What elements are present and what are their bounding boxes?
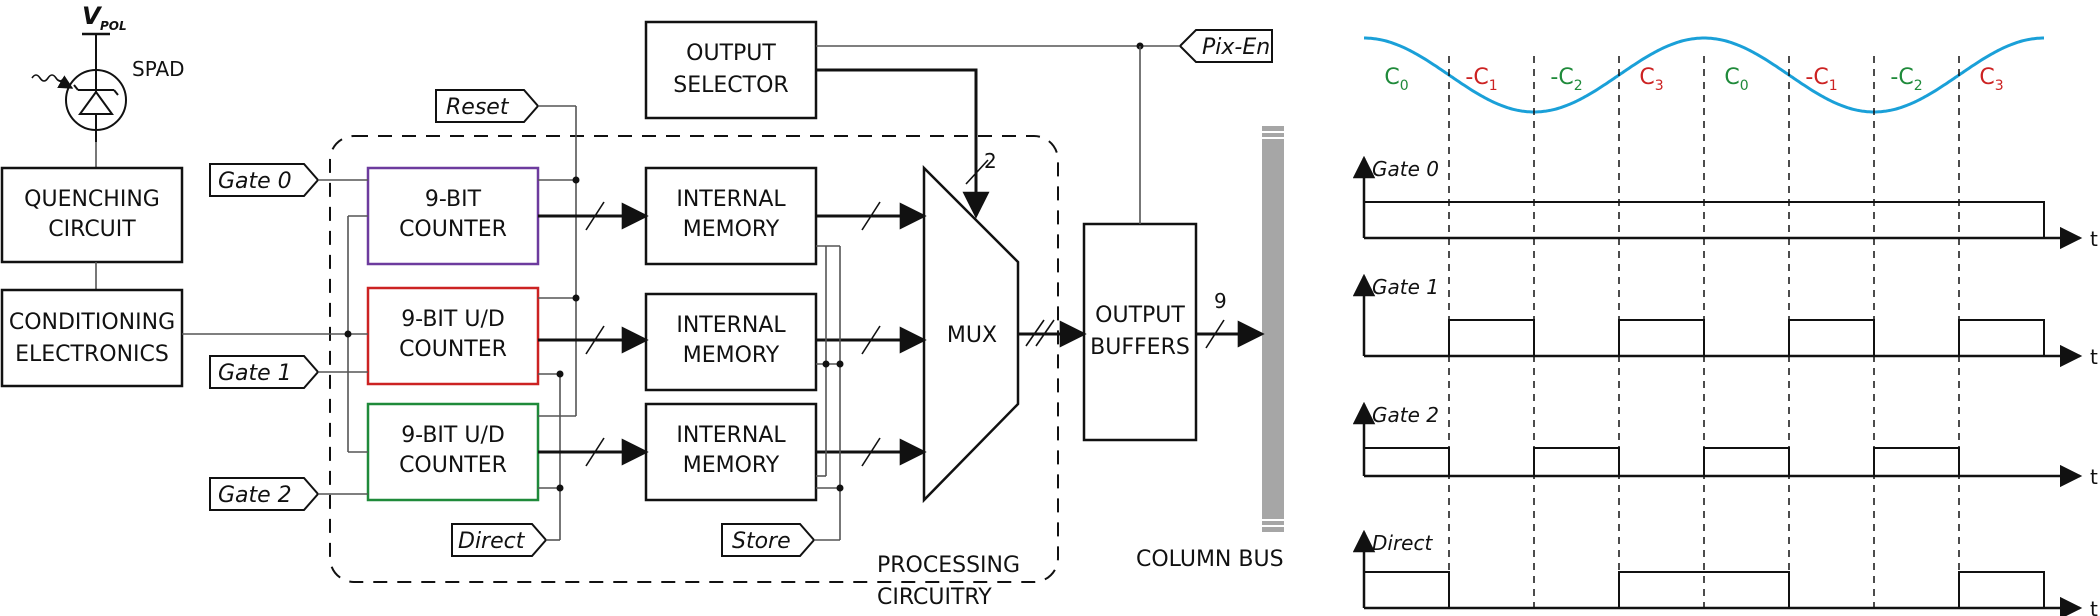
timing-signal-row: t Gate 1 [1352, 273, 2098, 369]
gate0-input-tag: Gate 0 [209, 163, 320, 197]
signal-name-label: Direct [1372, 531, 1433, 555]
time-axis-label: t [2090, 345, 2098, 369]
phase-label: -C2 [1890, 65, 1922, 94]
svg-text:BUFFERS: BUFFERS [1090, 335, 1190, 360]
signal-name-label: Gate 1 [1372, 275, 1439, 299]
signal-waveform [1363, 201, 2045, 238]
time-axis-label: t [2090, 465, 2098, 489]
output-selector-block: OUTPUT SELECTOR [644, 20, 818, 120]
svg-text:Gate 2: Gate 2 [218, 483, 292, 508]
signal-name-label: Gate 2 [1372, 403, 1439, 427]
vpol-subscript: POL [100, 19, 127, 33]
spad-label: SPAD [132, 57, 185, 81]
output-buffers-block: OUTPUT BUFFERS [1082, 222, 1198, 442]
svg-text:Pix-En: Pix-En [1202, 35, 1270, 60]
gate1-input-tag: Gate 1 [209, 355, 320, 389]
conditioning-label-2: ELECTRONICS [15, 342, 169, 367]
timing-signal-row: t Gate 2 [1352, 401, 2098, 489]
reset-input-tag: Reset [435, 89, 540, 123]
svg-text:OUTPUT: OUTPUT [686, 41, 776, 66]
phase-label: -C2 [1550, 65, 1582, 94]
wiring: 2 9 [182, 42, 1265, 541]
svg-text:9-BIT: 9-BIT [425, 187, 482, 212]
svg-text:SELECTOR: SELECTOR [673, 73, 788, 98]
svg-text:INTERNAL: INTERNAL [676, 313, 786, 338]
svg-text:Gate 0: Gate 0 [218, 169, 292, 194]
quenching-circuit-block: QUENCHING CIRCUIT [0, 166, 184, 264]
quenching-label-1: QUENCHING [24, 187, 160, 212]
conditioning-electronics-block: CONDITIONING ELECTRONICS [0, 288, 184, 388]
svg-text:COUNTER: COUNTER [399, 337, 507, 362]
vpol-label: V [82, 2, 103, 30]
phase-label: -C1 [1805, 65, 1837, 94]
modulation-sine-wave [1364, 36, 2044, 114]
spad-diode: SPAD [31, 57, 185, 142]
mux-block: MUX [922, 164, 1020, 504]
counter-9bit-ud-1: 9-BIT U/D COUNTER [366, 286, 540, 386]
mux-select-width: 2 [984, 149, 997, 173]
timing-signal-row: t Gate 0 [1352, 155, 2098, 251]
processing-label-2: CIRCUITRY [877, 585, 992, 610]
internal-memory-0: INTERNAL MEMORY [644, 166, 818, 266]
svg-text:MEMORY: MEMORY [683, 453, 780, 478]
svg-text:COUNTER: COUNTER [399, 453, 507, 478]
counter-9bit-ud-2: 9-BIT U/D COUNTER [366, 402, 540, 502]
svg-text:INTERNAL: INTERNAL [676, 187, 786, 212]
time-axis-label: t [2090, 227, 2098, 251]
column-bus-label: COLUMN BUS [1136, 547, 1284, 572]
gate2-input-tag: Gate 2 [209, 477, 320, 511]
svg-text:MEMORY: MEMORY [683, 217, 780, 242]
svg-text:9-BIT U/D: 9-BIT U/D [401, 307, 505, 332]
processing-circuitry-region [329, 135, 1059, 583]
svg-text:OUTPUT: OUTPUT [1095, 303, 1185, 328]
svg-text:MEMORY: MEMORY [683, 343, 780, 368]
bus-width-label: 9 [1214, 289, 1227, 313]
column-bus [1262, 126, 1284, 532]
phase-label: C3 [1979, 65, 2003, 94]
time-axis-label: t [2090, 597, 2098, 616]
pixen-input-tag: Pix-En [1178, 29, 1273, 63]
store-input-tag: Store [721, 523, 816, 557]
svg-text:Gate 1: Gate 1 [218, 361, 292, 386]
svg-text:Direct: Direct [458, 529, 526, 554]
svg-text:9-BIT U/D: 9-BIT U/D [401, 423, 505, 448]
counter-9bit: 9-BIT COUNTER [366, 166, 540, 266]
svg-text:Store: Store [732, 529, 791, 554]
svg-text:MUX: MUX [947, 323, 997, 348]
svg-text:COUNTER: COUNTER [399, 217, 507, 242]
internal-memory-2: INTERNAL MEMORY [644, 402, 818, 502]
internal-memory-1: INTERNAL MEMORY [644, 292, 818, 392]
timing-signal-row: t Direct [1352, 529, 2098, 616]
phase-label: C0 [1384, 65, 1408, 94]
svg-text:Reset: Reset [446, 95, 510, 120]
direct-input-tag: Direct [451, 523, 548, 557]
phase-label: C0 [1724, 65, 1748, 94]
signal-name-label: Gate 0 [1372, 157, 1439, 181]
phase-label: -C1 [1465, 65, 1497, 94]
processing-label-1: PROCESSING [877, 553, 1020, 578]
signal-waveform [1364, 319, 2045, 357]
signal-waveform [1363, 447, 2044, 477]
vpol-supply: V POL [82, 2, 127, 60]
quenching-label-2: CIRCUIT [48, 217, 136, 242]
phase-label: C3 [1639, 65, 1663, 94]
svg-text:INTERNAL: INTERNAL [676, 423, 786, 448]
conditioning-label-1: CONDITIONING [9, 310, 175, 335]
signal-waveform [1363, 571, 2045, 609]
